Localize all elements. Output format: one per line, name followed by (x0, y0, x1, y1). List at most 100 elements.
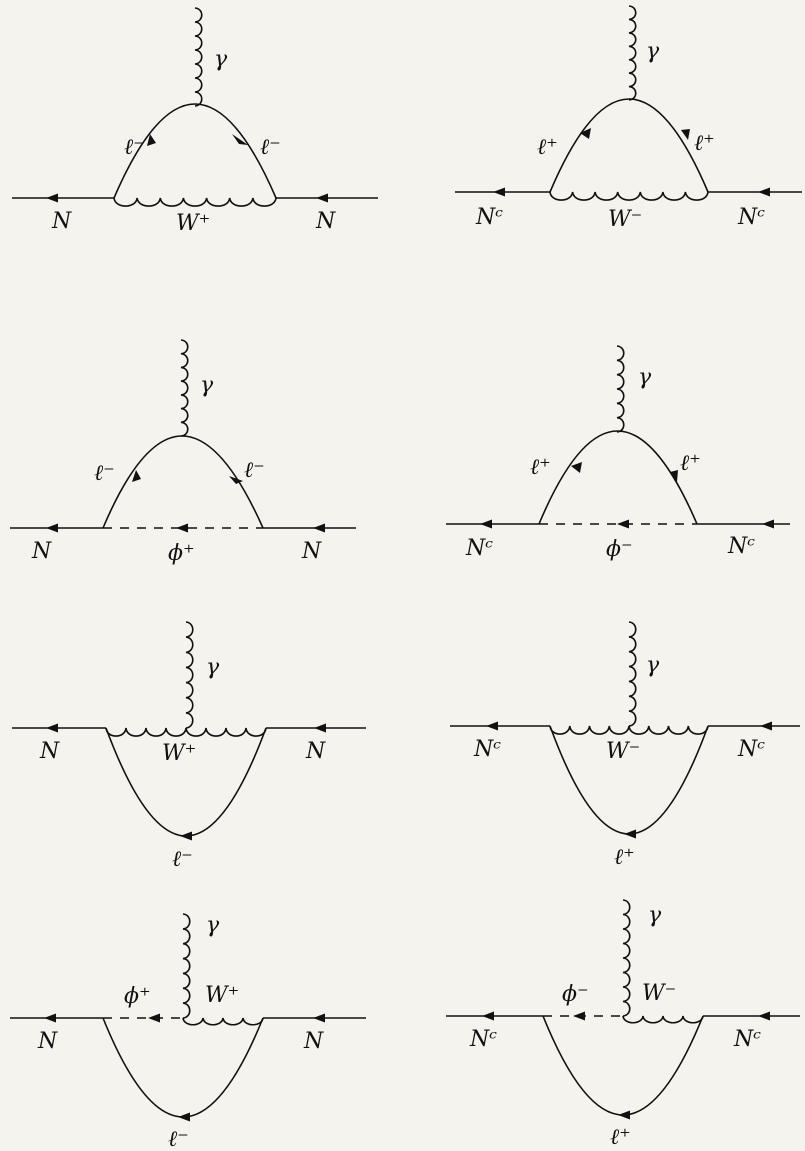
arrow-right-leg (316, 193, 328, 203)
lepton-left-label: ℓ⁻ (94, 461, 115, 486)
photon-propagator (616, 345, 625, 433)
photon-label: γ (646, 653, 660, 678)
arrow-right-leg (313, 1013, 325, 1023)
arrow-right-leg (758, 1011, 770, 1021)
arrow-left-leg (44, 1013, 56, 1023)
arrow-left-leg (46, 723, 58, 733)
diagram-5: γ N W⁺ N ℓ⁻ (12, 621, 366, 872)
arrow-scalar (148, 1013, 160, 1023)
right-leg-label: Nᶜ (733, 1027, 761, 1052)
w-boson-propagator (182, 1017, 264, 1026)
photon-propagator (182, 913, 191, 1019)
lepton-left-label: ℓ⁺ (530, 455, 551, 480)
photon-label: γ (206, 913, 220, 938)
right-leg-label: Nᶜ (727, 534, 755, 559)
lepton-right-label: ℓ⁺ (694, 131, 715, 156)
arrow-left-leg (480, 519, 492, 529)
photon-label: γ (638, 365, 652, 390)
arrow-right-leg (762, 519, 774, 529)
boson-label: W⁻ (642, 981, 676, 1006)
left-leg-label: N (37, 1029, 58, 1054)
arrow-right-leg (314, 723, 326, 733)
arrow-scalar (617, 519, 629, 529)
boson-label: W⁺ (176, 211, 210, 236)
left-leg-label: Nᶜ (473, 737, 501, 762)
arrow-left-leg (486, 721, 498, 731)
lepton-loop-arc (538, 430, 698, 525)
lepton-right-label: ℓ⁻ (244, 458, 265, 483)
photon-propagator (194, 7, 203, 107)
photon-label: γ (648, 903, 662, 928)
arrow-lepton (178, 1112, 190, 1122)
diagram-3: γ ℓ⁻ ℓ⁻ N ϕ⁺ N (10, 339, 356, 566)
w-boson-propagator (113, 197, 277, 207)
w-boson-propagator (549, 191, 709, 201)
right-leg-label: N (303, 1029, 324, 1054)
left-leg-label: Nᶜ (475, 205, 503, 230)
arrow-lepton-right (229, 476, 243, 484)
scalar-label: ϕ⁻ (562, 982, 589, 1007)
diagram-4: γ ℓ⁺ ℓ⁺ Nᶜ ϕ⁻ Nᶜ (446, 345, 790, 562)
left-leg-label: N (31, 539, 52, 564)
lepton-loop-arc (102, 1017, 264, 1118)
arrow-lepton (180, 831, 192, 841)
photon-propagator (180, 339, 189, 437)
w-boson-propagator (105, 727, 267, 737)
left-leg-label: Nᶜ (469, 1027, 497, 1052)
arrow-lepton-left (132, 470, 141, 482)
arrow-scalar (573, 1011, 585, 1021)
photon-propagator (628, 621, 637, 727)
lepton-loop-arc (542, 1015, 704, 1116)
arrow-left-leg (46, 523, 58, 533)
arrow-right-leg (758, 187, 770, 197)
left-leg-label: N (39, 739, 60, 764)
photon-propagator (185, 621, 194, 729)
boson-label: ϕ⁺ (168, 541, 195, 566)
diagram-6: γ Nᶜ W⁻ Nᶜ ℓ⁺ (450, 621, 800, 870)
boson-label: W⁻ (606, 739, 640, 764)
arrow-right-leg (313, 523, 325, 533)
arrow-lepton-right (670, 470, 678, 482)
right-leg-label: Nᶜ (737, 205, 765, 230)
diagram-7: γ ϕ⁺ W⁺ N N ℓ⁻ (10, 913, 366, 1151)
photon-label: γ (206, 655, 220, 680)
w-boson-propagator (622, 1015, 704, 1024)
lepton-left-label: ℓ⁻ (124, 135, 145, 160)
lepton-label: ℓ⁻ (168, 1127, 189, 1151)
right-leg-label: Nᶜ (737, 737, 765, 762)
boson-label: ϕ⁻ (606, 537, 633, 562)
lepton-loop-arc (549, 98, 709, 193)
arrow-lepton-left (147, 134, 156, 146)
arrow-lepton-right (232, 134, 248, 145)
photon-propagator (622, 899, 631, 1017)
right-leg-label: N (305, 739, 326, 764)
photon-label: γ (200, 373, 214, 398)
arrow-right-leg (760, 721, 772, 731)
lepton-label: ℓ⁺ (610, 1125, 631, 1150)
arrow-left-leg (493, 187, 505, 197)
arrow-lepton-right (681, 129, 690, 140)
lepton-right-label: ℓ⁺ (680, 451, 701, 476)
diagram-1: γ ℓ⁻ ℓ⁻ N W⁺ N (12, 7, 378, 236)
arrow-scalar (176, 523, 188, 533)
diagram-8: γ ϕ⁻ W⁻ Nᶜ Nᶜ ℓ⁺ (446, 899, 800, 1150)
right-leg-label: N (301, 539, 322, 564)
lepton-left-label: ℓ⁺ (537, 135, 558, 160)
photon-label: γ (214, 47, 228, 72)
right-leg-label: N (315, 209, 336, 234)
arrow-lepton-left (571, 462, 582, 473)
photon-propagator (628, 5, 637, 101)
arrow-left-leg (46, 193, 58, 203)
scalar-label: ϕ⁺ (124, 984, 151, 1009)
lepton-loop-arc (113, 103, 277, 199)
arrow-lepton-left (580, 128, 591, 139)
lepton-right-label: ℓ⁻ (260, 135, 281, 160)
arrow-lepton (624, 829, 636, 839)
arrow-left-leg (482, 1011, 494, 1021)
left-leg-label: Nᶜ (465, 536, 493, 561)
left-leg-label: N (51, 209, 72, 234)
diagram-2: γ ℓ⁺ ℓ⁺ Nᶜ W⁻ Nᶜ (455, 5, 802, 232)
w-boson-propagator (549, 725, 709, 735)
boson-label: W⁻ (608, 207, 642, 232)
